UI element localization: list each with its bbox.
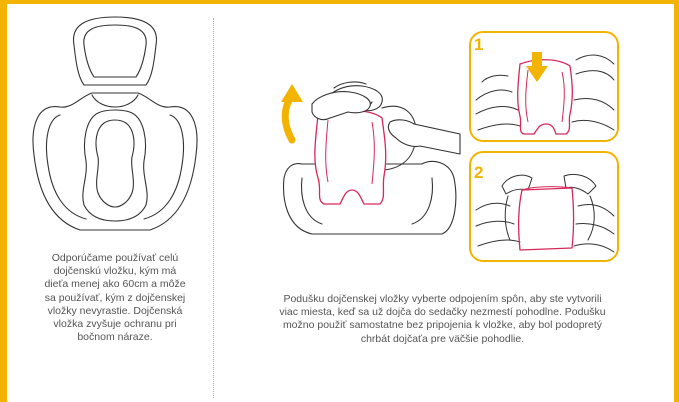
left-caption-line: dojčenskú vložku, kým má bbox=[27, 265, 203, 278]
right-caption: Podušku dojčenskej vložky vyberte odpoje… bbox=[230, 293, 655, 346]
step-1-number: 1 bbox=[474, 35, 483, 54]
right-caption-line: viac miesta, keď sa už dojča do sedačky … bbox=[230, 306, 655, 319]
left-caption: Odporúčame používať celú dojčenskú vložk… bbox=[27, 252, 203, 344]
left-caption-line: vložka zvyšuje ochranu pri bbox=[27, 318, 203, 331]
step-2-number: 2 bbox=[474, 163, 483, 182]
left-caption-line: dieťa menej ako 60cm a môže bbox=[27, 278, 203, 291]
infant-insert-illustration bbox=[20, 15, 210, 237]
left-caption-line: vložky nevyrastie. Dojčenská bbox=[27, 305, 203, 318]
right-border bbox=[674, 0, 679, 402]
step-2-panel: 2 bbox=[468, 150, 620, 263]
left-caption-line: Odporúčame používať celú bbox=[27, 252, 203, 265]
right-caption-line: Podušku dojčenskej vložky vyberte odpoje… bbox=[230, 293, 655, 306]
step-1-panel: 1 bbox=[468, 30, 620, 143]
right-caption-line: chrbát dojčaťa pre väčšie pohodlie. bbox=[230, 333, 655, 346]
right-caption-line: možno použiť samostatne bez pripojenia k… bbox=[230, 319, 655, 332]
left-border bbox=[0, 0, 7, 402]
left-caption-line: sa používať, kým z dojčenskej bbox=[27, 292, 203, 305]
cushion-removal-illustration bbox=[272, 78, 462, 238]
top-border bbox=[0, 0, 679, 4]
left-caption-line: bočnom náraze. bbox=[27, 331, 203, 344]
column-divider bbox=[213, 18, 214, 398]
